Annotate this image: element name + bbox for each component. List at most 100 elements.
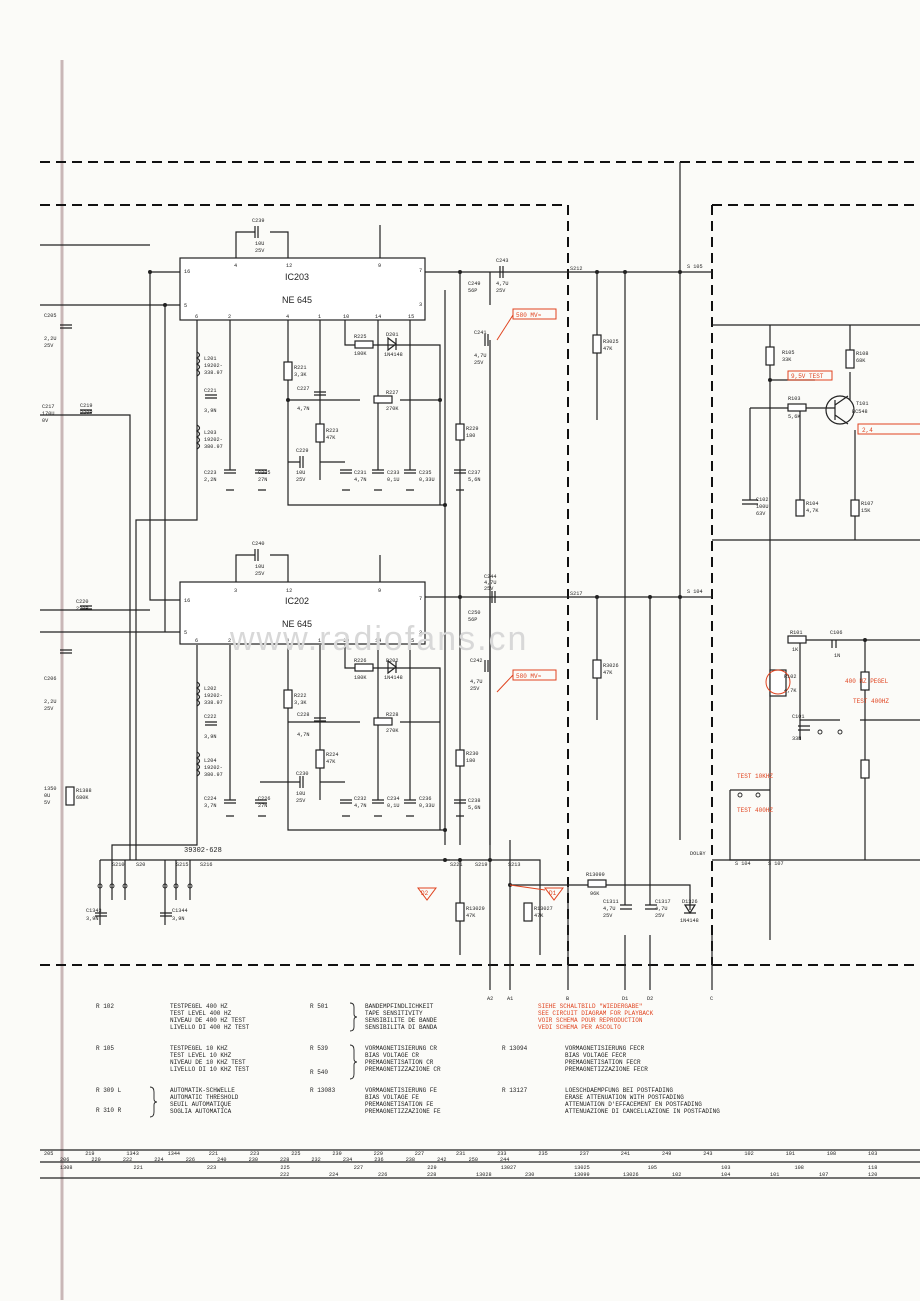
- svg-text:R3025: R3025: [603, 339, 619, 345]
- svg-text:S 107: S 107: [768, 861, 784, 867]
- svg-text:2,2U: 2,2U: [44, 336, 56, 342]
- svg-text:R229: R229: [466, 426, 478, 432]
- svg-text:D1326: D1326: [682, 899, 698, 905]
- bus-terminals: A2 A1 B D1 D2 C: [487, 996, 713, 1002]
- svg-text:SENSIBILITA DI BANDA: SENSIBILITA DI BANDA: [365, 1024, 437, 1031]
- svg-text:10U: 10U: [296, 470, 305, 476]
- svg-text:4,7K: 4,7K: [784, 688, 797, 694]
- svg-text:S221: S221: [450, 862, 462, 868]
- svg-text:C236: C236: [419, 796, 431, 802]
- grid-ref: 250: [469, 1157, 478, 1163]
- svg-text:R101: R101: [790, 630, 802, 636]
- svg-text:R 310 R: R 310 R: [96, 1107, 122, 1114]
- svg-text:C226: C226: [258, 796, 270, 802]
- svg-text:C231: C231: [354, 470, 366, 476]
- svg-text:25V: 25V: [44, 343, 54, 349]
- grid-ref: 101: [786, 1151, 795, 1157]
- svg-text:VORMAGNETISIERUNG FE: VORMAGNETISIERUNG FE: [365, 1087, 437, 1094]
- svg-text:338.97: 338.97: [204, 700, 223, 706]
- grid-ref: 225: [291, 1151, 300, 1157]
- svg-text:33K: 33K: [782, 357, 792, 363]
- svg-text:C106: C106: [830, 630, 842, 636]
- svg-text:TAPE SENSITIVITY: TAPE SENSITIVITY: [365, 1010, 423, 1017]
- svg-text:25V: 25V: [484, 586, 494, 592]
- svg-text:C205: C205: [44, 313, 56, 319]
- svg-text:R 13094: R 13094: [502, 1045, 528, 1052]
- svg-text:6: 6: [195, 314, 198, 320]
- svg-text:10U: 10U: [255, 564, 264, 570]
- svg-text:15: 15: [408, 638, 414, 644]
- svg-text:L204: L204: [204, 758, 216, 764]
- svg-text:C232: C232: [354, 796, 366, 802]
- svg-text:4,7U: 4,7U: [474, 353, 486, 359]
- svg-text:220P: 220P: [76, 606, 88, 612]
- svg-text:15: 15: [408, 314, 414, 320]
- svg-text:25V: 25V: [255, 248, 265, 254]
- grid-ref: 226: [378, 1172, 387, 1178]
- grid-ref: 223: [250, 1151, 259, 1157]
- grid-ref: 230: [249, 1157, 258, 1163]
- svg-text:TEST LEVEL 10 KHZ: TEST LEVEL 10 KHZ: [170, 1052, 232, 1059]
- svg-text:R 13083: R 13083: [310, 1087, 336, 1094]
- svg-text:C1343: C1343: [86, 908, 102, 914]
- svg-text:380.97: 380.97: [204, 772, 223, 778]
- svg-text:C1311: C1311: [603, 899, 619, 905]
- svg-text:4,7N: 4,7N: [354, 477, 366, 483]
- svg-text:10: 10: [343, 314, 349, 320]
- svg-text:C242: C242: [470, 658, 482, 664]
- grid-ref: 13025: [574, 1165, 590, 1171]
- svg-text:VORMAGNETISIERUNG CR: VORMAGNETISIERUNG CR: [365, 1045, 437, 1052]
- svg-text:S20: S20: [136, 862, 145, 868]
- grid-ref: 221: [134, 1165, 143, 1171]
- grid-ref: 229: [427, 1165, 436, 1171]
- svg-text:0,33U: 0,33U: [419, 477, 435, 483]
- grid-ref: 229: [374, 1151, 383, 1157]
- svg-text:R1388: R1388: [76, 788, 92, 794]
- svg-text:9: 9: [378, 588, 381, 594]
- grid-ref: 120: [868, 1172, 877, 1178]
- svg-text:9: 9: [378, 263, 381, 269]
- svg-text:T101: T101: [856, 401, 868, 407]
- svg-text:0U: 0U: [44, 793, 50, 799]
- grid-ref: 13028: [476, 1172, 492, 1178]
- svg-text:2: 2: [228, 314, 231, 320]
- svg-text:12: 12: [286, 588, 292, 594]
- board-id: 39302-628: [184, 847, 222, 855]
- svg-text:C230: C230: [296, 771, 308, 777]
- svg-text:R230: R230: [466, 751, 478, 757]
- svg-text:NE 645: NE 645: [282, 295, 312, 305]
- svg-text:A2: A2: [487, 996, 493, 1002]
- svg-text:2: 2: [228, 638, 231, 644]
- grid-ref: 224: [329, 1172, 338, 1178]
- svg-text:96K: 96K: [590, 891, 600, 897]
- svg-text:R103: R103: [788, 396, 800, 402]
- svg-text:C238: C238: [468, 798, 480, 804]
- svg-text:4: 4: [286, 638, 289, 644]
- svg-text:5: 5: [184, 303, 187, 309]
- svg-text:IC202: IC202: [285, 596, 309, 606]
- grid-ref: 233: [497, 1151, 506, 1157]
- svg-text:0,33U: 0,33U: [419, 803, 435, 809]
- grid-ref: 226: [186, 1157, 195, 1163]
- svg-text:4,7N: 4,7N: [354, 803, 366, 809]
- svg-text:47K: 47K: [603, 670, 613, 676]
- svg-text:C243: C243: [496, 258, 508, 264]
- svg-text:C239: C239: [252, 218, 264, 224]
- svg-text:IC203: IC203: [285, 272, 309, 282]
- svg-text:7: 7: [419, 596, 422, 602]
- svg-text:S217: S217: [570, 591, 582, 597]
- svg-text:15K: 15K: [861, 508, 871, 514]
- svg-text:R223: R223: [326, 428, 338, 434]
- svg-text:SOGLIA AUTOMATICA: SOGLIA AUTOMATICA: [170, 1108, 232, 1115]
- grid-ref: 13099: [574, 1172, 590, 1178]
- grid-ref: 234: [343, 1157, 352, 1163]
- svg-text:R225: R225: [354, 334, 366, 340]
- svg-text:47K: 47K: [326, 759, 336, 765]
- svg-text:VEDI SCHEMA PER ASCOLTO: VEDI SCHEMA PER ASCOLTO: [538, 1024, 621, 1031]
- wiring: [40, 162, 920, 990]
- svg-text:C228: C228: [297, 712, 309, 718]
- grid-ref: 103: [721, 1165, 730, 1171]
- svg-text:NIVEAU DE 10 KHZ TEST: NIVEAU DE 10 KHZ TEST: [170, 1059, 246, 1066]
- svg-text:L203: L203: [204, 430, 216, 436]
